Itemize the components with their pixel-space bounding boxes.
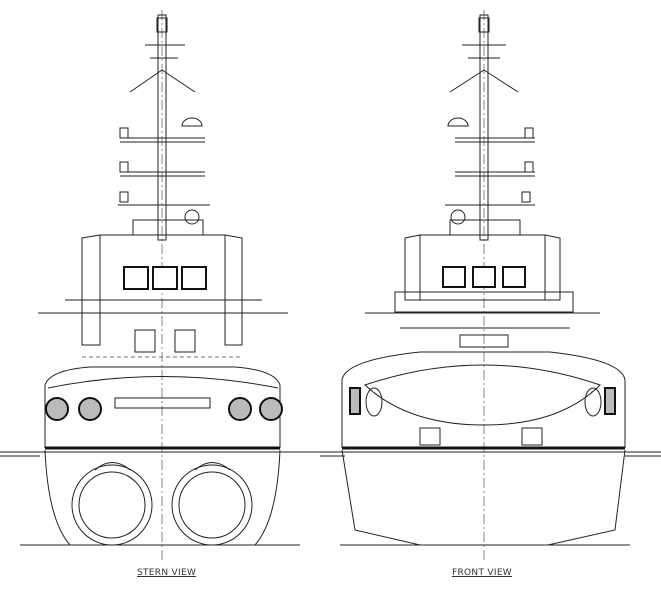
mast-light xyxy=(478,17,490,33)
tire-fender xyxy=(78,397,102,421)
skeg xyxy=(94,462,131,471)
bow-fender-net xyxy=(364,364,601,426)
tire-fender xyxy=(259,397,283,421)
door xyxy=(134,329,156,353)
window xyxy=(123,266,149,290)
searchlight xyxy=(450,209,466,225)
window xyxy=(472,266,496,288)
side-fender xyxy=(349,387,361,415)
anchor-pocket xyxy=(521,427,543,446)
funnel-left xyxy=(404,234,421,301)
bow-hull xyxy=(341,351,626,448)
deckhouse xyxy=(394,291,574,313)
mast xyxy=(479,14,489,241)
light xyxy=(119,191,129,203)
stern-roller xyxy=(114,397,211,409)
mast-house xyxy=(449,219,521,236)
window xyxy=(181,266,207,290)
tire-fender xyxy=(228,397,252,421)
window xyxy=(442,266,466,288)
radar-dome xyxy=(447,117,469,127)
stern-hull xyxy=(44,366,281,448)
tire-fender xyxy=(45,397,69,421)
light xyxy=(119,161,129,173)
stay xyxy=(129,69,163,93)
skeg xyxy=(194,462,231,471)
radar-dome xyxy=(181,117,203,127)
nozzle xyxy=(71,464,153,546)
stern-view xyxy=(20,10,300,560)
searchlight xyxy=(184,209,200,225)
underwater-hull xyxy=(341,449,626,546)
light xyxy=(119,127,129,139)
tire-fender xyxy=(584,387,602,417)
stern-view-label: STERN VIEW xyxy=(137,568,197,578)
side-fender xyxy=(604,387,616,415)
stay xyxy=(483,69,519,93)
tire-fender xyxy=(365,387,383,417)
funnel-left xyxy=(81,234,101,346)
funnel-right xyxy=(544,234,561,301)
anchor-pocket xyxy=(419,427,441,446)
windlass xyxy=(459,334,509,348)
mast-light xyxy=(156,17,168,33)
light xyxy=(521,191,531,203)
front-view-label: FRONT VIEW xyxy=(452,568,513,578)
mast xyxy=(157,14,167,241)
nozzle-inner xyxy=(78,471,146,539)
nozzle-inner xyxy=(178,471,246,539)
light xyxy=(524,127,534,139)
window xyxy=(152,266,178,290)
nozzle xyxy=(171,464,253,546)
front-view xyxy=(340,10,630,560)
stay xyxy=(449,69,485,93)
funnel-right xyxy=(224,234,243,346)
stay xyxy=(161,69,196,93)
window xyxy=(502,266,526,288)
mast-house xyxy=(132,219,204,236)
door xyxy=(174,329,196,353)
light xyxy=(524,161,534,173)
bulwark xyxy=(47,376,279,389)
